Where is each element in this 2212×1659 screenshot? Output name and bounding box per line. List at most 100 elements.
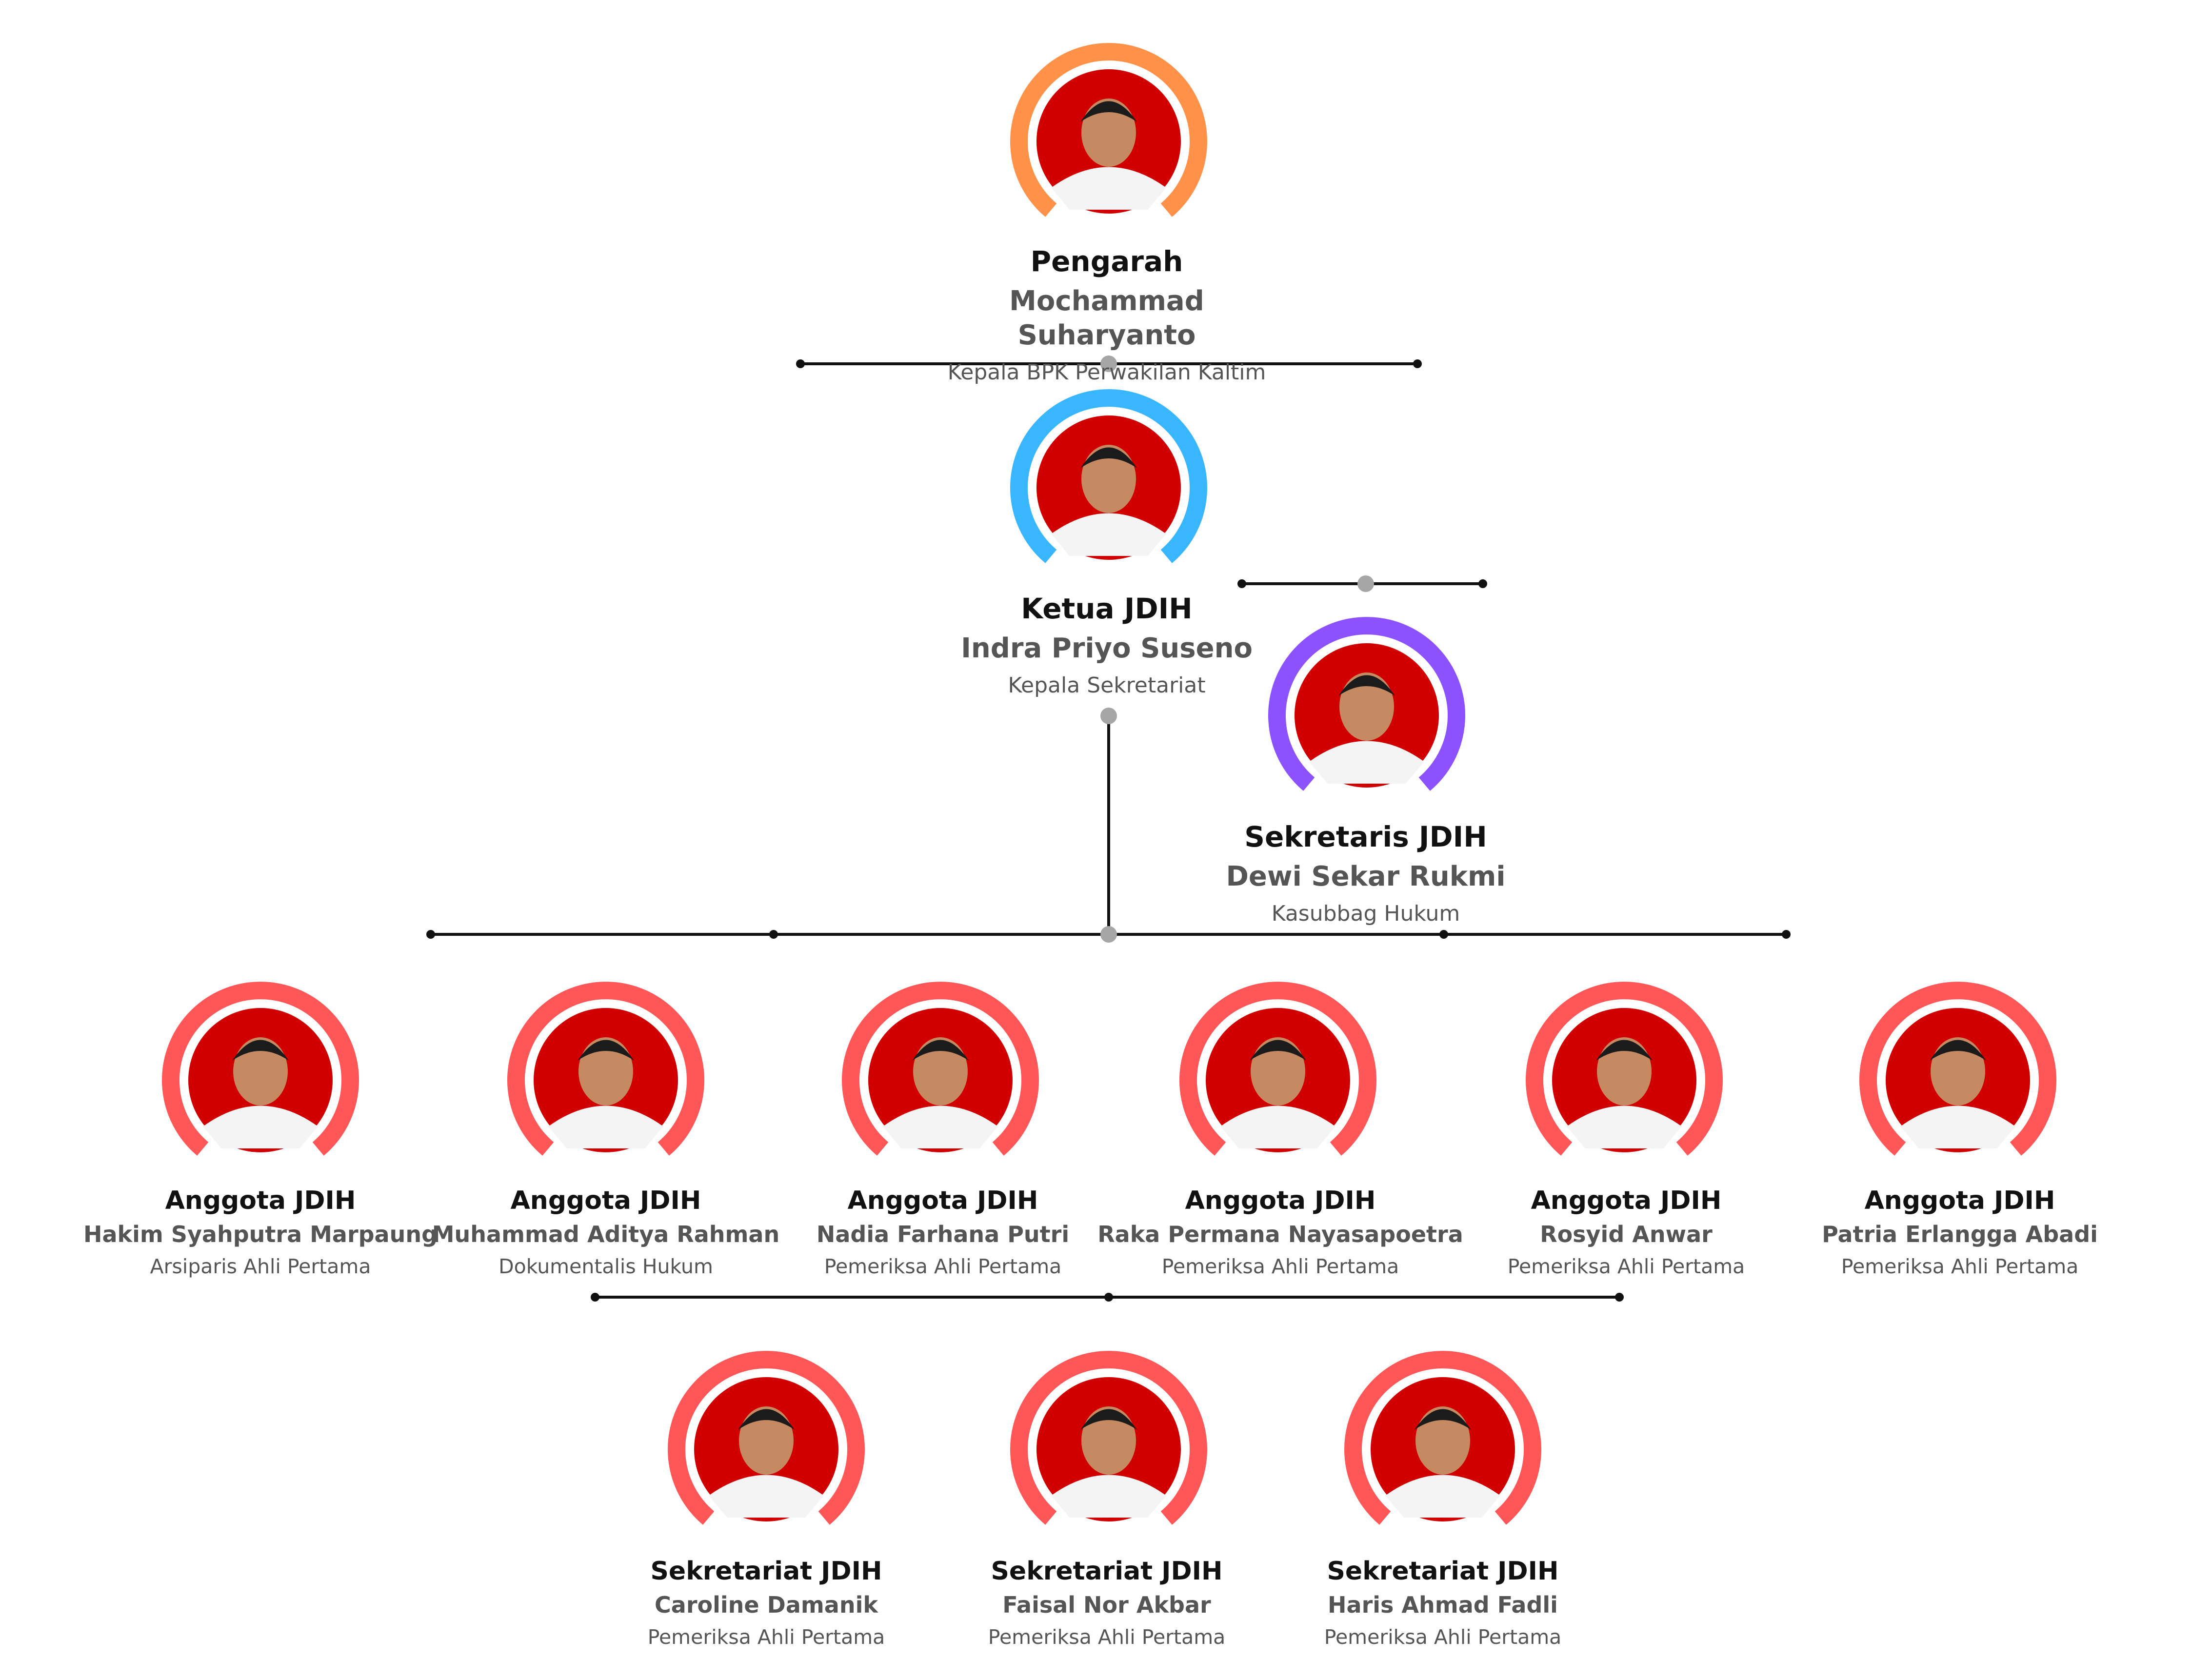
connector-end-dot (769, 930, 778, 939)
anggota-6-ring (1859, 982, 2056, 1156)
anggota-3-shirt-icon (883, 1106, 998, 1148)
connector-node (1100, 926, 1117, 943)
anggota-1-ring (162, 982, 359, 1156)
ketua-ring (1010, 389, 1207, 563)
anggota-6-face-icon (1931, 1037, 1985, 1106)
sekretaris-avatar (1268, 617, 1465, 791)
anggota-2-face-icon (578, 1037, 633, 1106)
sekretariat-2-hair-icon (1080, 1409, 1137, 1430)
sekretariat-3-hair-icon (1415, 1409, 1471, 1430)
anggota-role: Anggota JDIH (1864, 1186, 2055, 1215)
anggota-role: Anggota JDIH (165, 1186, 356, 1215)
anggota-title: Arsiparis Ahli Pertama (150, 1254, 371, 1278)
sekretariat-2-ring (1010, 1351, 1207, 1525)
sekretariat-title: Pemeriksa Ahli Pertama (988, 1625, 1226, 1649)
sekretariat-1-shirt-icon (709, 1475, 824, 1518)
anggota-1-avatar (162, 982, 359, 1156)
anggota-4-hair-icon (1250, 1040, 1306, 1061)
anggota-name: Hakim Syahputra Marpaung (83, 1221, 438, 1247)
sekretariat-3-face-icon (1415, 1406, 1470, 1475)
ketua-name: Indra Priyo Suseno (961, 632, 1253, 664)
sekretariat-card-1: Sekretariat JDIH Caroline Damanik Pemeri… (581, 1556, 952, 1650)
sekretariat-role: Sekretariat JDIH (650, 1557, 882, 1586)
anggota-1-face-icon (233, 1037, 288, 1106)
anggota-2-shirt-icon (548, 1106, 663, 1148)
anggota-name: Nadia Farhana Putri (816, 1221, 1070, 1247)
connector-end-dot (591, 1293, 599, 1302)
sekretaris-shirt-icon (1309, 741, 1424, 784)
sekretariat-card-2: Sekretariat JDIH Faisal Nor Akbar Pemeri… (921, 1556, 1292, 1650)
pengarah-ring (1010, 43, 1207, 217)
anggota-4-face-icon (1251, 1037, 1305, 1106)
ketua-title: Kepala Sekretariat (1008, 672, 1206, 698)
connector-end-dot (1615, 1293, 1624, 1302)
anggota-3-avatar (842, 982, 1039, 1156)
anggota-2-hair-icon (578, 1040, 634, 1061)
anggota-3-hair-icon (912, 1040, 969, 1061)
sekretaris-name: Dewi Sekar Rukmi (1226, 860, 1506, 892)
sekretaris-card: Sekretaris JDIH Dewi Sekar Rukmi Kasubba… (1180, 819, 1551, 928)
anggota-5-ring (1526, 982, 1723, 1156)
connector-node (1100, 356, 1117, 372)
pengarah-title: Kepala BPK Perwakilan Kaltim (947, 359, 1266, 385)
connector-end-dot (1782, 930, 1791, 939)
anggota-2-avatar (507, 982, 704, 1156)
anggota-5-shirt-icon (1567, 1106, 1682, 1148)
anggota-6-hair-icon (1930, 1040, 1986, 1061)
connector-end-dot (1413, 359, 1422, 368)
anggota-3-face-icon (913, 1037, 968, 1106)
sekretariat-3-ring (1344, 1351, 1541, 1525)
anggota-card-1: Anggota JDIH Hakim Syahputra Marpaung Ar… (75, 1185, 446, 1280)
ketua-shirt-icon (1051, 513, 1166, 556)
anggota-name: Rosyid Anwar (1540, 1221, 1713, 1247)
anggota-4-shirt-icon (1220, 1106, 1335, 1148)
anggota-6-avatar (1859, 982, 2056, 1156)
anggota-role: Anggota JDIH (847, 1186, 1038, 1215)
anggota-title: Pemeriksa Ahli Pertama (1841, 1254, 2079, 1278)
sekretariat-1-hair-icon (738, 1409, 795, 1430)
pengarah-role: Pengarah (1030, 245, 1183, 278)
connector-end-dot (426, 930, 435, 939)
ketua-hair-icon (1080, 447, 1137, 468)
anggota-role: Anggota JDIH (1185, 1186, 1376, 1215)
anggota-card-6: Anggota JDIH Patria Erlangga Abadi Pemer… (1774, 1185, 2145, 1280)
anggota-name: Raka Permana Nayasapoetra (1097, 1221, 1463, 1247)
anggota-name: Muhammad Aditya Rahman (432, 1221, 780, 1247)
anggota-card-5: Anggota JDIH Rosyid Anwar Pemeriksa Ahli… (1441, 1185, 1812, 1280)
pengarah-shirt-icon (1051, 167, 1166, 210)
sekretaris-face-icon (1339, 672, 1394, 741)
sekretaris-hair-icon (1338, 675, 1395, 696)
ketua-role: Ketua JDIH (1021, 592, 1193, 625)
anggota-card-4: Anggota JDIH Raka Permana Nayasapoetra P… (1095, 1185, 1466, 1280)
anggota-4-ring (1179, 982, 1376, 1156)
anggota-title: Pemeriksa Ahli Pertama (1507, 1254, 1745, 1278)
anggota-card-3: Anggota JDIH Nadia Farhana Putri Pemerik… (757, 1185, 1128, 1280)
sekretaris-ring (1268, 617, 1465, 791)
sekretariat-title: Pemeriksa Ahli Pertama (1324, 1625, 1562, 1649)
sekretariat-3-avatar (1344, 1351, 1541, 1525)
sekretariat-role: Sekretariat JDIH (991, 1557, 1223, 1586)
anggota-role: Anggota JDIH (510, 1186, 701, 1215)
connector-node (1357, 575, 1374, 592)
anggota-1-hair-icon (232, 1040, 289, 1061)
ketua-card: Ketua JDIH Indra Priyo Suseno Kepala Sek… (921, 591, 1292, 699)
pengarah-avatar (1010, 43, 1207, 217)
sekretariat-3-shirt-icon (1385, 1475, 1500, 1518)
anggota-card-2: Anggota JDIH Muhammad Aditya Rahman Doku… (420, 1185, 791, 1280)
connector-end-dot (1439, 930, 1448, 939)
anggota-name: Patria Erlangga Abadi (1822, 1221, 2098, 1247)
anggota-1-shirt-icon (203, 1106, 318, 1148)
sekretariat-name: Haris Ahmad Fadli (1328, 1592, 1558, 1618)
anggota-5-face-icon (1597, 1037, 1652, 1106)
pengarah-card: Pengarah Mochammad Suharyanto Kepala BPK… (921, 244, 1292, 386)
pengarah-face-icon (1081, 99, 1136, 167)
connector-end-dot (1478, 579, 1487, 588)
sekretaris-title: Kasubbag Hukum (1271, 901, 1460, 926)
sekretariat-2-avatar (1010, 1351, 1207, 1525)
anggota-6-shirt-icon (1900, 1106, 2015, 1148)
sekretariat-1-face-icon (739, 1406, 794, 1475)
sekretariat-role: Sekretariat JDIH (1327, 1557, 1559, 1586)
sekretariat-1-ring (668, 1351, 865, 1525)
ketua-avatar (1010, 389, 1207, 563)
